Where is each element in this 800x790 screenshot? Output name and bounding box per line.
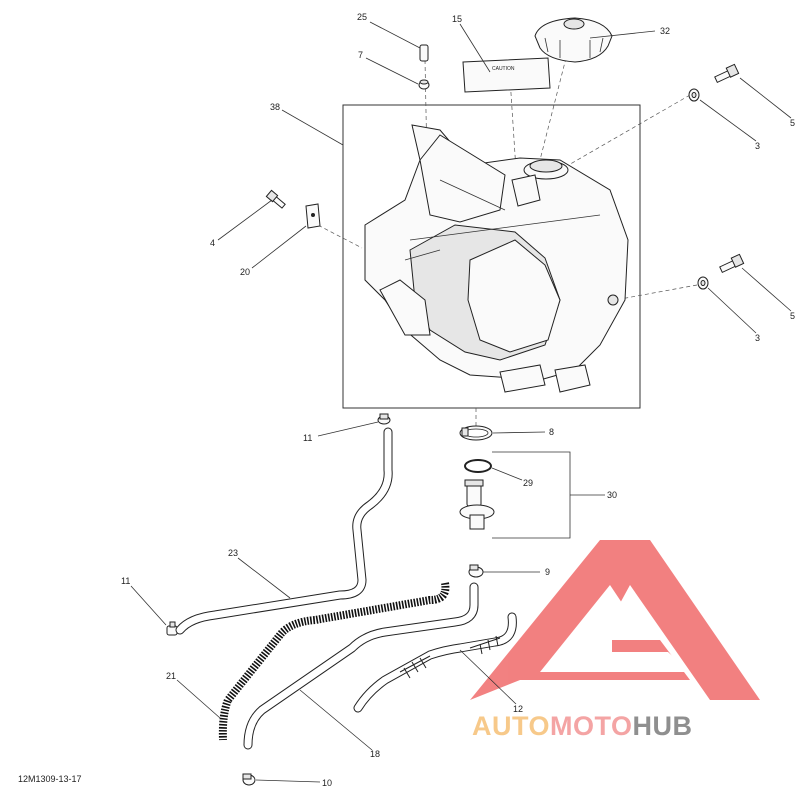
watermark-moto: MOTO	[550, 711, 633, 741]
tank-frame	[342, 104, 641, 409]
callout-32: 32	[660, 26, 670, 36]
callout-30: 30	[607, 490, 617, 500]
watermark-logo	[470, 540, 760, 700]
part-25-pin[interactable]	[419, 44, 429, 62]
part-32-fuel-cap[interactable]	[534, 17, 613, 63]
part-5-bolt-lower[interactable]	[719, 253, 745, 274]
part-11-clamp-lower[interactable]	[166, 621, 178, 636]
callout-labels: 25 15 32 7 38 5 3 4 20 5 3 11 8 29 30 23…	[121, 12, 795, 788]
callout-29: 29	[523, 478, 533, 488]
part-15-caution-label[interactable]: CAUTION	[462, 57, 551, 93]
watermark-hub: HUB	[633, 711, 693, 741]
watermark-auto: AUTO	[472, 711, 550, 741]
part-3-washer-lower[interactable]	[697, 276, 709, 290]
part-18-hose[interactable]	[243, 582, 479, 750]
callout-21: 21	[166, 671, 176, 681]
callout-20: 20	[240, 267, 250, 277]
part-9-clamp[interactable]	[468, 564, 484, 578]
callout-8: 8	[549, 427, 554, 437]
part-12-hose[interactable]	[353, 612, 517, 713]
watermark-triangle-outer	[470, 540, 760, 700]
callout-5-upper: 5	[790, 118, 795, 128]
callout-15: 15	[452, 14, 462, 24]
callout-3-upper: 3	[755, 141, 760, 151]
callout-4: 4	[210, 238, 215, 248]
part-29-o-ring[interactable]	[464, 459, 492, 473]
part-38-fuel-tank[interactable]	[364, 124, 629, 393]
part-20-nut-plate[interactable]	[305, 203, 321, 229]
callout-11-upper: 11	[303, 433, 312, 443]
caution-label-text: CAUTION	[492, 66, 515, 72]
callout-18: 18	[370, 749, 380, 759]
part-5-bolt-upper[interactable]	[714, 63, 740, 84]
callout-3-lower: 3	[755, 333, 760, 343]
watermark-triangle-inner	[540, 585, 690, 672]
leader-lines	[130, 21, 792, 783]
diagram-reference-code: 12M1309-13-17	[18, 774, 82, 784]
part-23-hose[interactable]	[175, 427, 393, 635]
part-8-clamp[interactable]	[459, 425, 493, 441]
callout-23: 23	[228, 548, 238, 558]
watermark-text: AUTOMOTOHUB	[472, 711, 693, 741]
part-7-grommet[interactable]	[418, 79, 430, 90]
callout-11-lower: 11	[121, 576, 130, 586]
part-30-fitting[interactable]	[459, 479, 495, 530]
part-4-bolt[interactable]	[265, 189, 286, 209]
callout-25: 25	[357, 12, 367, 22]
part-11-clamp-upper[interactable]	[377, 413, 391, 425]
callout-7: 7	[358, 50, 363, 60]
callout-9: 9	[545, 567, 550, 577]
callout-12: 12	[513, 704, 523, 714]
callout-38: 38	[270, 102, 280, 112]
part-21-coiled-hose[interactable]	[218, 582, 450, 741]
part-10-clamp[interactable]	[242, 773, 256, 786]
part-3-washer-upper[interactable]	[688, 88, 700, 102]
callout-5-lower: 5	[790, 311, 795, 321]
group-bracket-30	[492, 451, 571, 539]
callout-10: 10	[322, 778, 332, 788]
